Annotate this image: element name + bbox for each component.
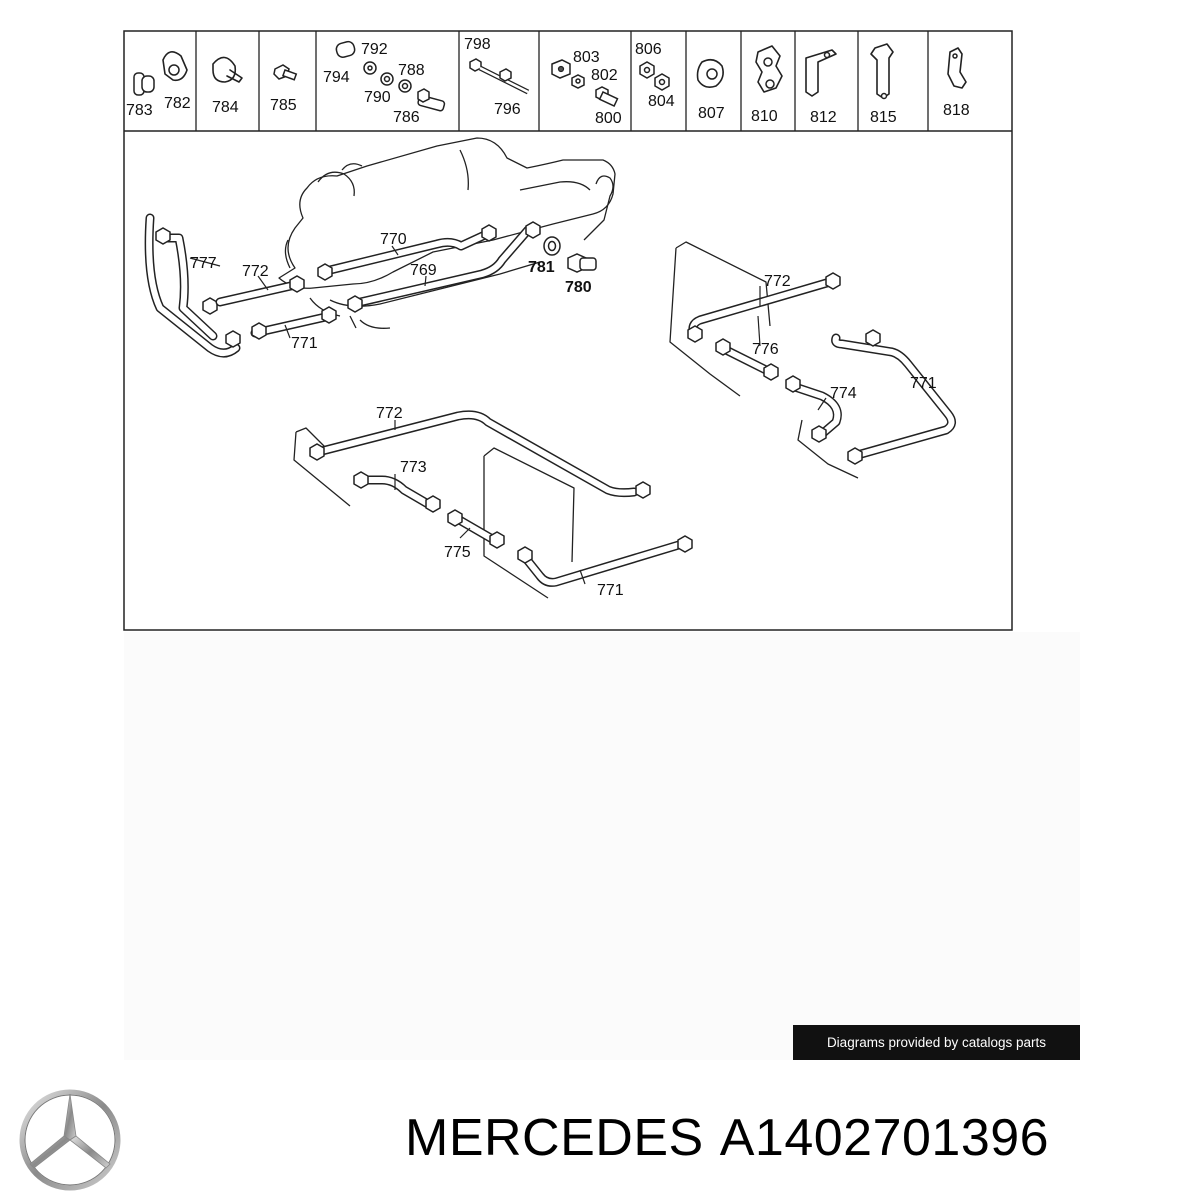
strap-bracket-icon (947, 47, 967, 89)
hose-775 (447, 509, 505, 549)
part-number-label: 786 (393, 109, 420, 126)
part-number: A1402701396 (719, 1109, 1050, 1167)
part-number-label: 796 (494, 101, 521, 118)
washer-icon (380, 72, 412, 93)
banjo-bolt-icon (417, 88, 446, 112)
line-774 (785, 375, 859, 479)
callout-label: 772 (376, 405, 403, 422)
part-number-label: 806 (635, 41, 662, 58)
part-number-label: 782 (164, 95, 191, 112)
part-number-label: 818 (943, 102, 970, 119)
callout-label: 771 (597, 582, 624, 599)
double-clamp-icon (755, 45, 783, 93)
cooler-line-777 (144, 213, 241, 358)
part-number-label: 800 (595, 110, 622, 127)
part-number-label: 807 (698, 105, 725, 122)
callout-label: 775 (444, 544, 471, 561)
leader-lines (189, 245, 827, 585)
line-772-right (687, 272, 841, 343)
callout-label: 771 (910, 375, 937, 392)
callout-label: 780 (565, 279, 592, 296)
part-number-label: 812 (810, 109, 837, 126)
paper-background (124, 632, 1080, 1060)
callout-label: 769 (410, 262, 437, 279)
bracket-plate-lower (293, 427, 575, 599)
callout-numbers: 770 769 781 780 777 772 771 772 776 774 … (190, 231, 937, 599)
credit-text: Diagrams provided by catalogs parts (826, 1035, 1047, 1050)
spacer-sleeve-icon (335, 40, 356, 58)
bolt-icon (595, 86, 619, 108)
part-number-label: 815 (870, 109, 897, 126)
clip-bracket-icon (162, 51, 188, 82)
stud-bolt-icon (469, 58, 530, 95)
part-number-label: 785 (270, 97, 297, 114)
banjo-bolt-780 (567, 253, 597, 273)
header-numbers: 783 782 784 785 792 794 788 790 786 798 … (126, 36, 970, 127)
hose-772-left (215, 275, 305, 307)
callout-label: 771 (291, 335, 318, 352)
credit-badge: Diagrams provided by catalogs parts (793, 1025, 1080, 1060)
callout-label: 770 (380, 231, 407, 248)
line-769 (347, 221, 541, 313)
header-cell-dividers (195, 31, 929, 131)
line-773 (353, 471, 441, 513)
line-771-right (831, 329, 956, 465)
rubber-mount-icon (696, 58, 724, 88)
line-772-lower (309, 410, 651, 499)
part-number-label: 798 (464, 36, 491, 53)
part-number-label: 810 (751, 108, 778, 125)
part-number-label: 804 (648, 93, 675, 110)
callout-label: 772 (764, 273, 791, 290)
hose-771-left (250, 306, 337, 340)
seal-ring-781 (543, 236, 561, 256)
part-number-label: 803 (573, 49, 600, 66)
callout-label: 776 (752, 341, 779, 358)
callout-label: 774 (830, 385, 857, 402)
part-number-label: 790 (364, 89, 391, 106)
part-title: MERCEDES A1402701396 (405, 1108, 1195, 1172)
part-number-label: 784 (212, 99, 239, 116)
mercedes-star-logo (19, 1089, 121, 1191)
callout-label: 781 (528, 259, 555, 276)
grommet-icon (133, 72, 155, 96)
part-number-label: 788 (398, 62, 425, 79)
hose-clamp-icon (212, 56, 243, 83)
callout-label: 772 (242, 263, 269, 280)
part-number-label: 792 (361, 41, 388, 58)
nut-icon (571, 74, 585, 89)
callout-label: 773 (400, 459, 427, 476)
part-number-label: 794 (323, 69, 350, 86)
callout-label: 777 (190, 255, 217, 272)
part-number-label: 783 (126, 102, 153, 119)
spring-washer-icon (363, 61, 377, 75)
hex-bolt-icon (273, 64, 298, 81)
line-771-lower (517, 535, 693, 587)
angle-bracket-icon (805, 49, 837, 97)
brand-name: MERCEDES (405, 1109, 704, 1167)
hose-776 (715, 338, 779, 381)
square-nut-icon (551, 59, 571, 79)
mounting-bracket-icon (870, 43, 894, 100)
lock-nut-icon (639, 61, 670, 91)
transmission-outline (278, 137, 616, 329)
part-number-label: 802 (591, 67, 618, 84)
line-770 (317, 224, 497, 281)
